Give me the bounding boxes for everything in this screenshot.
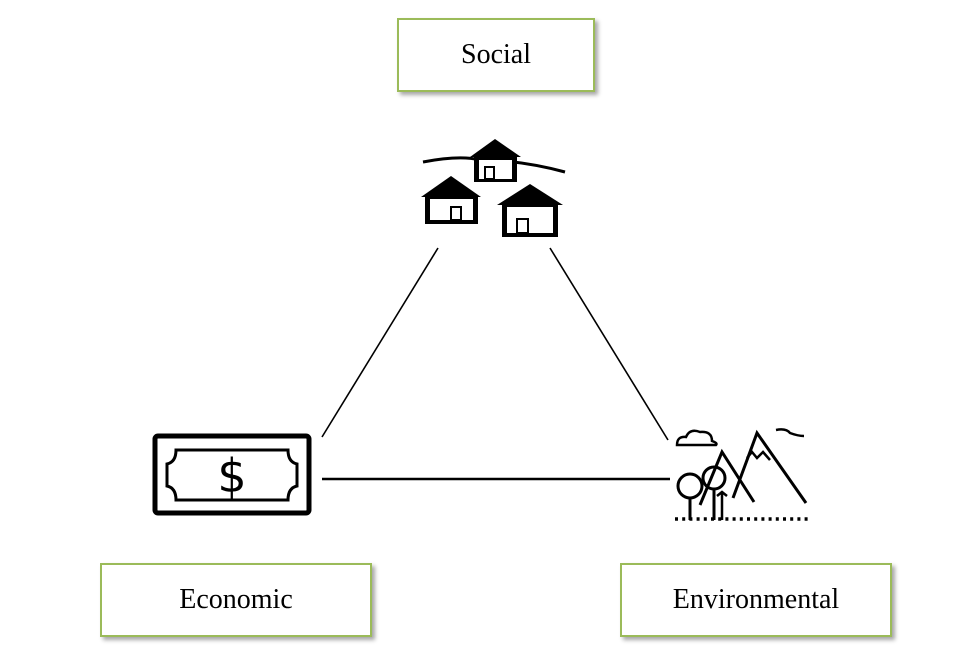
social-label: Social [461,39,531,70]
social-environmental-line [549,247,669,441]
mountains-trees-icon [675,428,808,521]
economic-label-box: Economic [100,563,372,637]
social-economic-line [321,247,439,438]
environmental-label: Environmental [672,584,840,615]
dollar-sign: $ [217,449,246,503]
social-label-box: Social [397,18,595,92]
dollar-banknote-icon: $ [152,433,312,516]
village-huts-icon [421,139,566,237]
economic-label: Economic [179,584,293,615]
environmental-label-box: Environmental [620,563,892,637]
